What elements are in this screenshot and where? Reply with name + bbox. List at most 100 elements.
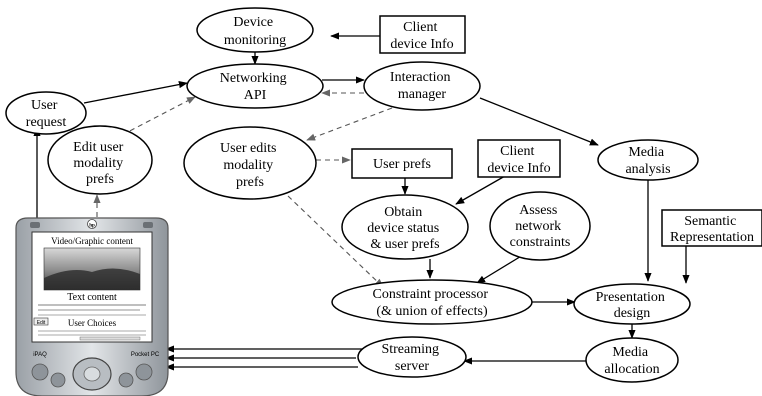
user-edits-modality-prefs-ellipse bbox=[183, 126, 317, 200]
obtain-device-status-line-3: & user prefs bbox=[370, 237, 439, 252]
media-analysis-line-1: Media bbox=[628, 145, 665, 160]
svg-text:User request: User request bbox=[26, 98, 67, 130]
edge-user-request-to-networking-api bbox=[83, 81, 188, 104]
streaming-server-line-1: Streaming bbox=[381, 342, 439, 357]
presentation-design-ellipse bbox=[573, 283, 691, 325]
networking-api-line-1: Networking bbox=[220, 71, 287, 86]
constraint-processor-ellipse bbox=[331, 279, 533, 325]
constraint-processor-line-1: Constraint processor bbox=[373, 287, 489, 302]
edge-interaction-manager-to-media-analysis bbox=[479, 97, 599, 146]
device-monitoring-line-1: Device bbox=[233, 15, 273, 30]
node-media-analysis: Media analysis bbox=[597, 139, 699, 181]
pda-app-button-1[interactable] bbox=[31, 363, 49, 381]
interaction-manager-line-2: manager bbox=[398, 87, 447, 102]
svg-text:Media allocation: Media allocation bbox=[604, 345, 659, 377]
assess-network-constraints-line-3: constraints bbox=[510, 235, 571, 250]
pda-choice-slider[interactable] bbox=[79, 336, 141, 341]
svg-text:Media analysis: Media analysis bbox=[625, 145, 670, 177]
svg-text:Constraint processor (&: Constraint processor (& union of effects… bbox=[373, 287, 492, 319]
assess-network-constraints-line-1: Assess bbox=[519, 203, 557, 218]
hp-logo-icon: hp bbox=[87, 219, 97, 229]
obtain-device-status-line-2: device status bbox=[367, 221, 439, 236]
media-allocation-line-1: Media bbox=[612, 345, 649, 360]
svg-text:Edit user modality: Edit user modality prefs bbox=[73, 140, 127, 187]
streaming-server-line-2: server bbox=[395, 359, 430, 374]
semantic-representation-box bbox=[661, 209, 762, 247]
client-device-info-top-line-1: Client bbox=[403, 20, 437, 35]
connectors bbox=[33, 32, 690, 371]
device-monitoring-ellipse bbox=[196, 7, 314, 53]
interaction-manager-ellipse bbox=[363, 61, 481, 111]
edit-user-modality-prefs-line-2: modality bbox=[73, 156, 123, 171]
pda-top-right-button bbox=[143, 222, 153, 228]
user-edits-modality-prefs-line-2: modality bbox=[223, 158, 273, 173]
pda-app-button-3[interactable] bbox=[118, 372, 134, 388]
svg-text:Presentation design: Presentation design bbox=[596, 290, 669, 321]
edit-user-modality-prefs-line-3: prefs bbox=[86, 172, 114, 187]
client-device-info-top-line-2: device Info bbox=[390, 37, 453, 52]
media-analysis-ellipse bbox=[597, 139, 699, 181]
node-obtain-device-status: Obtain device status & user prefs bbox=[341, 194, 469, 260]
node-edit-user-modality-prefs: Edit user modality prefs bbox=[47, 125, 153, 195]
pda-app-button-2[interactable] bbox=[50, 372, 66, 388]
networking-api-ellipse bbox=[186, 63, 324, 109]
node-device-monitoring: Device monitoring bbox=[196, 7, 314, 53]
svg-text:User edits modality: User edits modality prefs bbox=[220, 141, 280, 190]
edge-edit-prefs-to-networking-api bbox=[121, 96, 196, 136]
pda-app-button-4[interactable] bbox=[135, 363, 153, 381]
user-request-line-1: User bbox=[31, 98, 58, 113]
obtain-device-status-ellipse bbox=[341, 194, 469, 260]
media-allocation-line-2: allocation bbox=[604, 362, 659, 377]
dashed-connectors bbox=[93, 89, 393, 288]
semantic-representation-line-1: Semantic bbox=[684, 214, 736, 229]
svg-text:hp: hp bbox=[89, 224, 95, 229]
edit-user-modality-prefs-line-1: Edit user bbox=[73, 140, 123, 155]
networking-api-line-2: API bbox=[244, 88, 267, 103]
interaction-manager-line-1: Interaction bbox=[390, 70, 451, 85]
media-allocation-ellipse bbox=[585, 337, 679, 383]
svg-text:Semantic Representation: Semantic Representation bbox=[670, 214, 754, 245]
svg-text:Device monitoring: Device monitoring bbox=[224, 15, 286, 48]
media-analysis-line-2: analysis bbox=[625, 162, 670, 177]
presentation-design-line-2: design bbox=[614, 306, 651, 321]
pda-user-choices: User Choices bbox=[68, 318, 117, 328]
client-device-info-mid-line-1: Client bbox=[500, 144, 534, 159]
svg-text:Assess network con: Assess network constraints bbox=[510, 203, 571, 250]
node-streaming-server: Streaming server bbox=[357, 336, 467, 378]
node-assess-network-constraints: Assess network constraints bbox=[489, 191, 591, 261]
user-request-ellipse bbox=[5, 91, 87, 135]
user-edits-modality-prefs-line-3: prefs bbox=[236, 175, 264, 190]
pda-screen-title: Video/Graphic content bbox=[51, 236, 133, 246]
edge-client-info-to-obtain-status bbox=[455, 175, 506, 205]
pda-soft-key-left[interactable]: iPAQ bbox=[33, 352, 47, 358]
semantic-representation-line-2: Representation bbox=[670, 230, 754, 245]
pda-edit-button[interactable] bbox=[33, 317, 49, 326]
client-device-info-mid-line-2: device Info bbox=[487, 161, 550, 176]
node-presentation-design: Presentation design bbox=[573, 283, 691, 325]
constraint-processor-line-2: (& union of effects) bbox=[376, 304, 488, 319]
svg-text:Interaction manager: Interaction manager bbox=[390, 70, 454, 102]
presentation-design-line-1: Presentation bbox=[596, 290, 665, 305]
node-networking-api: Networking API bbox=[186, 63, 324, 109]
pda-video-hill bbox=[44, 268, 140, 290]
node-client-device-info-top: Client device Info bbox=[379, 15, 466, 54]
user-edits-modality-prefs-line-1: User edits bbox=[220, 141, 276, 156]
pda-navigation-center[interactable] bbox=[83, 366, 101, 382]
edge-interaction-manager-to-user-edits bbox=[306, 107, 393, 141]
svg-text:Obtain device status: Obtain device status & user prefs bbox=[367, 205, 442, 252]
client-device-info-mid-box bbox=[477, 139, 561, 178]
pda-device: hp Video/Graphic content Text content Ed… bbox=[15, 217, 169, 396]
node-client-device-info-mid: Client device Info bbox=[477, 139, 561, 178]
svg-text:Client device Info: Client device Info bbox=[487, 144, 550, 176]
edge-user-edits-to-constraint-processor bbox=[287, 195, 384, 288]
assess-network-constraints-ellipse bbox=[489, 191, 591, 261]
pda-soft-key-right[interactable]: Pocket PC bbox=[131, 352, 160, 358]
pda-edit-label: Edit bbox=[37, 320, 46, 326]
node-constraint-processor: Constraint processor (& union of effects… bbox=[331, 279, 533, 325]
pda-top-left-button bbox=[30, 222, 40, 228]
node-interaction-manager: Interaction manager bbox=[363, 61, 481, 111]
obtain-device-status-line-1: Obtain bbox=[384, 205, 422, 220]
user-request-line-2: request bbox=[26, 115, 67, 130]
svg-text:Networking API: Networking API bbox=[220, 71, 290, 103]
